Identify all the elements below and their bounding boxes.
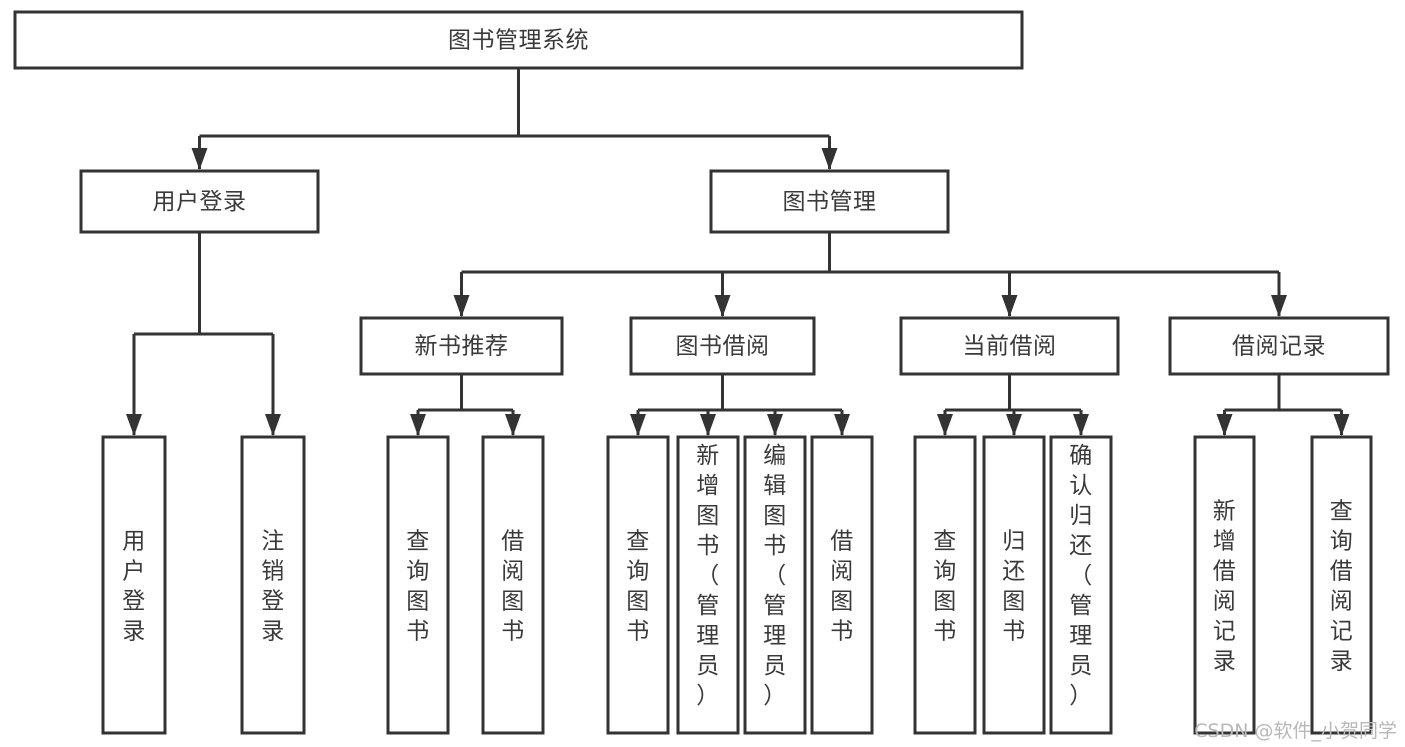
- node-leaf-confirm-return-rect[interactable]: [1049, 435, 1113, 735]
- node-title-system-rect[interactable]: [13, 10, 1024, 70]
- node-leaf-user-logout[interactable]: 注销登录: [240, 435, 306, 735]
- node-borrow-record[interactable]: 借阅记录: [1168, 316, 1390, 376]
- node-leaf-confirm-return[interactable]: 确认归还（管理员）: [1049, 435, 1113, 735]
- node-leaf-borrow-book-2-label: 借阅图书: [830, 528, 854, 644]
- arrow-head-icon-leaf-user-login: [126, 414, 142, 436]
- arrow-head-icon-leaf-query-book-2: [630, 414, 646, 436]
- node-book-manage[interactable]: 图书管理: [709, 169, 950, 234]
- node-leaf-query-book-2-label: 查询图书: [626, 528, 650, 644]
- arrow-head-icon-leaf-add-book: [700, 414, 716, 436]
- node-book-borrow-label: 图书借阅: [676, 334, 770, 360]
- node-leaf-borrow-book-1-label: 借阅图书: [501, 528, 525, 644]
- node-current-borrow[interactable]: 当前借阅: [899, 316, 1120, 376]
- node-book-borrow-rect[interactable]: [629, 316, 816, 376]
- node-leaf-return-book[interactable]: 归还图书: [982, 435, 1046, 735]
- node-boxes-group: 图书管理系统用户登录图书管理新书推荐图书借阅当前借阅借阅记录用户登录注销登录查询…: [13, 10, 1390, 735]
- node-leaf-borrow-book-2[interactable]: 借阅图书: [810, 435, 874, 735]
- node-leaf-borrow-book-1[interactable]: 借阅图书: [481, 435, 545, 735]
- node-leaf-add-borrow-record-rect[interactable]: [1193, 435, 1256, 735]
- arrow-head-icon-leaf-query-book-3: [937, 414, 953, 436]
- node-leaf-query-borrow-record[interactable]: 查询借阅记录: [1310, 435, 1373, 735]
- arrow-head-icon-leaf-query-book-1: [410, 414, 426, 436]
- node-new-book-recommend[interactable]: 新书推荐: [359, 316, 564, 376]
- arrow-head-icon-book-borrow: [714, 295, 731, 317]
- arrow-head-icon-leaf-add-borrow-record: [1216, 414, 1233, 436]
- node-leaf-add-book[interactable]: 新增图书（管理员）: [676, 435, 740, 735]
- node-title-system[interactable]: 图书管理系统: [13, 10, 1024, 70]
- arrow-head-icon-leaf-return-book: [1006, 414, 1022, 436]
- node-leaf-add-borrow-record[interactable]: 新增借阅记录: [1193, 435, 1256, 735]
- node-user-login-rect[interactable]: [79, 169, 320, 234]
- node-user-login[interactable]: 用户登录: [79, 169, 320, 234]
- node-leaf-return-book-label: 归还图书: [1002, 528, 1026, 644]
- arrow-head-icon-user-login: [191, 148, 208, 170]
- node-leaf-query-book-3[interactable]: 查询图书: [913, 435, 977, 735]
- node-leaf-query-borrow-record-rect[interactable]: [1310, 435, 1373, 735]
- node-current-borrow-rect[interactable]: [899, 316, 1120, 376]
- node-leaf-user-login-rect[interactable]: [101, 435, 167, 735]
- node-leaf-query-book-3-rect[interactable]: [913, 435, 977, 735]
- connector-lines-group: [126, 68, 1350, 436]
- arrow-head-icon-new-book-recommend: [453, 295, 470, 317]
- arrow-head-icon-book-manage: [821, 148, 838, 170]
- arrow-head-icon-leaf-borrow-book-2: [834, 414, 850, 436]
- node-book-manage-label: 图书管理: [783, 189, 877, 215]
- node-leaf-user-logout-rect[interactable]: [240, 435, 306, 735]
- node-leaf-user-logout-label: 注销登录: [261, 528, 285, 644]
- arrow-head-icon-leaf-user-logout: [265, 414, 281, 436]
- node-new-book-recommend-label: 新书推荐: [415, 334, 509, 360]
- node-leaf-edit-book[interactable]: 编辑图书（管理员）: [743, 435, 807, 735]
- node-leaf-query-book-2[interactable]: 查询图书: [606, 435, 670, 735]
- node-leaf-query-book-1-label: 查询图书: [406, 528, 430, 644]
- node-leaf-add-book-label: 新增图书（管理员）: [696, 443, 720, 709]
- node-borrow-record-label: 借阅记录: [1232, 334, 1326, 360]
- arrow-head-icon-current-borrow: [1001, 295, 1018, 317]
- node-leaf-return-book-rect[interactable]: [982, 435, 1046, 735]
- node-leaf-add-book-rect[interactable]: [676, 435, 740, 735]
- node-leaf-add-borrow-record-label: 新增借阅记录: [1213, 498, 1237, 674]
- node-title-system-label: 图书管理系统: [448, 28, 589, 54]
- arrow-head-icon-borrow-record: [1271, 295, 1287, 317]
- node-leaf-user-login-label: 用户登录: [122, 528, 146, 644]
- node-borrow-record-rect[interactable]: [1168, 316, 1390, 376]
- node-leaf-borrow-book-1-rect[interactable]: [481, 435, 545, 735]
- arrow-head-icon-leaf-query-borrow-record: [1333, 414, 1350, 436]
- arrow-head-icon-leaf-borrow-book-1: [505, 414, 521, 436]
- arrow-head-icon-leaf-edit-book: [767, 414, 783, 436]
- node-new-book-recommend-rect[interactable]: [359, 316, 564, 376]
- node-leaf-confirm-return-label: 确认归还（管理员）: [1069, 443, 1093, 709]
- node-leaf-query-borrow-record-label: 查询借阅记录: [1330, 498, 1354, 674]
- node-book-borrow[interactable]: 图书借阅: [629, 316, 816, 376]
- node-leaf-query-book-2-rect[interactable]: [606, 435, 670, 735]
- node-leaf-query-book-1-rect[interactable]: [386, 435, 450, 735]
- node-leaf-edit-book-rect[interactable]: [743, 435, 807, 735]
- node-leaf-borrow-book-2-rect[interactable]: [810, 435, 874, 735]
- node-leaf-query-book-1[interactable]: 查询图书: [386, 435, 450, 735]
- node-current-borrow-label: 当前借阅: [963, 334, 1057, 360]
- node-leaf-query-book-3-label: 查询图书: [933, 528, 957, 644]
- node-leaf-user-login[interactable]: 用户登录: [101, 435, 167, 735]
- arrow-head-icon-leaf-confirm-return: [1073, 414, 1089, 436]
- node-book-manage-rect[interactable]: [709, 169, 950, 234]
- node-leaf-edit-book-label: 编辑图书（管理员）: [763, 443, 787, 709]
- node-user-login-label: 用户登录: [153, 189, 247, 215]
